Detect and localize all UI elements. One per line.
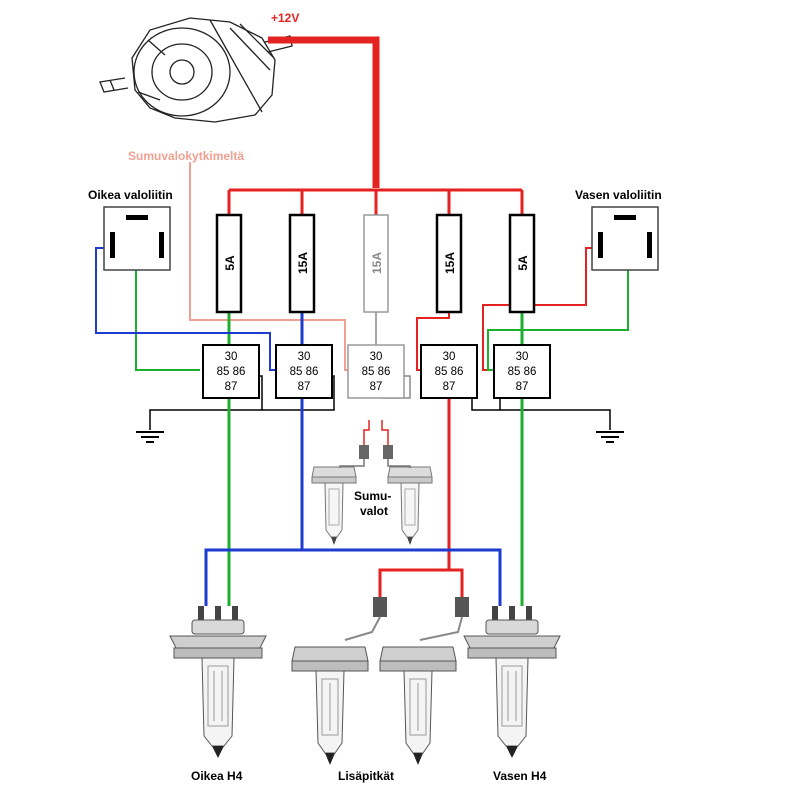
relay-pin-30: 30 [298, 351, 311, 363]
fog-lights-label-line1: Sumu- [354, 489, 391, 503]
h3-bulb-icon [291, 646, 369, 766]
relay-pin-30: 30 [516, 351, 529, 363]
fog-bulb-icon [311, 466, 357, 546]
fuse-3: 15A [363, 214, 389, 313]
left-h4-label: Vasen H4 [493, 769, 547, 783]
fuse-4: 15A [435, 213, 463, 314]
fog-lights-label-line2: valot [360, 504, 388, 518]
fuse-1: 5A [215, 213, 243, 314]
relay-pin-87: 87 [516, 381, 529, 393]
fog-control-wiring [189, 162, 348, 371]
relay-pins-85-86: 85 86 [435, 366, 464, 378]
fog-bulb-connector [359, 445, 393, 459]
high-beam-control [95, 247, 276, 371]
fuse-rating: 5A [516, 255, 530, 271]
h3-bulb-icon [379, 646, 457, 766]
relay-1: 30 85 86 87 [202, 344, 260, 399]
relay-pin-87: 87 [298, 381, 311, 393]
relay-pins-85-86: 85 86 [290, 366, 319, 378]
relay-5: 30 85 86 87 [493, 344, 551, 399]
high-beam-wiring [204, 312, 502, 606]
fog-bulb-icon [387, 466, 433, 546]
fuse-rating: 15A [443, 252, 457, 274]
right-connector-label: Oikea valoliitin [88, 188, 173, 202]
relay-3: 30 85 86 87 [347, 344, 405, 399]
fuse-2: 15A [288, 213, 316, 314]
extra-high-label: Lisäpitkät [338, 769, 394, 783]
relay-pin-30: 30 [370, 351, 383, 363]
aux-bulb-connectors [373, 597, 469, 617]
right-light-connector [103, 206, 171, 271]
relay-pin-87: 87 [370, 381, 383, 393]
relay-pin-87: 87 [443, 381, 456, 393]
alternator-icon [99, 17, 293, 123]
fog-switch-label: Sumuvalokytkimeltä [128, 149, 244, 163]
fuse-rating: 15A [370, 252, 384, 274]
low-beam-wiring [227, 312, 524, 606]
ground-icon [135, 431, 165, 443]
h4-bulb-icon [169, 605, 267, 759]
relay-pins-85-86: 85 86 [217, 366, 246, 378]
relay-4: 30 85 86 87 [420, 344, 478, 399]
fuse-rating: 5A [223, 255, 237, 271]
relay-pins-85-86: 85 86 [362, 366, 391, 378]
left-connector-label: Vasen valoliitin [575, 188, 662, 202]
fuse-rating: 15A [296, 252, 310, 274]
left-light-connector [591, 206, 659, 271]
relay-pin-30: 30 [443, 351, 456, 363]
relay-2: 30 85 86 87 [275, 344, 333, 399]
fuse-5: 5A [508, 213, 536, 314]
right-h4-label: Oikea H4 [191, 769, 243, 783]
h4-bulb-icon [463, 605, 561, 759]
relay-pin-87: 87 [225, 381, 238, 393]
low-beam-control [135, 222, 629, 371]
supply-label: +12V [271, 11, 299, 25]
relay-pin-30: 30 [225, 351, 238, 363]
ground-icon [595, 431, 625, 443]
relay-pins-85-86: 85 86 [508, 366, 537, 378]
